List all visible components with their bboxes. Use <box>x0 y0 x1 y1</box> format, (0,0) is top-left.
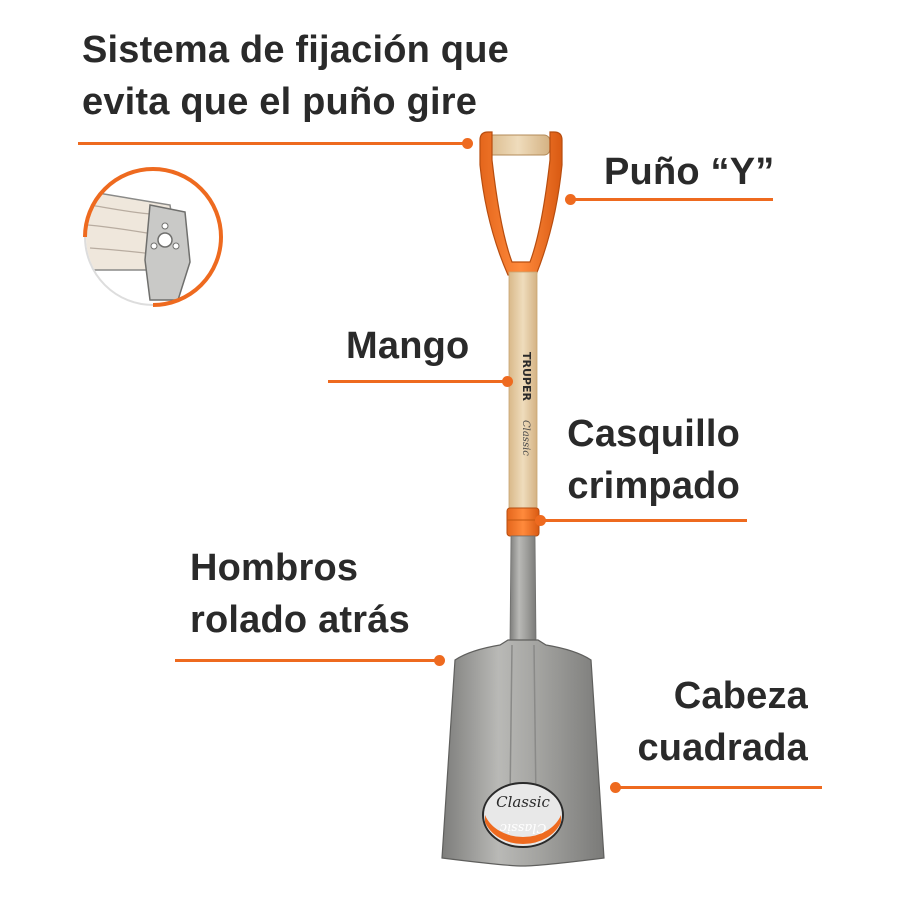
callout-fixing-system-label: Sistema de fijación que evita que el puñ… <box>82 24 509 128</box>
callout-shoulders-dot <box>434 655 445 666</box>
callout-ferrule-line1: Casquillo <box>567 413 740 455</box>
callout-handle-dot <box>502 376 513 387</box>
callout-ferrule-dot <box>535 515 546 526</box>
handle-series-text: Classic <box>520 420 531 456</box>
callout-y-grip-dot <box>565 194 576 205</box>
callout-y-grip-line1: Puño “Y” <box>604 151 775 193</box>
callout-head-line1: Cabeza <box>673 675 808 717</box>
callout-ferrule-label: Casquillo crimpado <box>560 408 740 512</box>
sticker-series-text: Classic <box>496 793 550 811</box>
blade-sticker: Classic Classic <box>482 782 564 848</box>
callout-ferrule-leader <box>540 519 747 522</box>
callout-head-dot <box>610 782 621 793</box>
callout-fixing-system-dot <box>462 138 473 149</box>
callout-shoulders-label: Hombros rolado atrás <box>190 542 410 646</box>
callout-shoulders-line1: Hombros <box>190 547 359 589</box>
callout-head-leader <box>615 786 822 789</box>
callout-y-grip-label: Puño “Y” <box>604 146 775 198</box>
callout-shoulders-leader <box>175 659 440 662</box>
callout-handle-line1: Mango <box>346 325 470 367</box>
fixing-system-detail-inset <box>83 167 223 307</box>
sticker-inverted-text: Classic <box>499 820 546 835</box>
callout-handle-label: Mango <box>346 320 469 372</box>
callout-shoulders-line2: rolado atrás <box>190 599 410 641</box>
callout-handle-leader <box>328 380 508 383</box>
callout-head-label: Cabeza cuadrada <box>600 670 808 774</box>
callout-fixing-system-leader <box>78 142 468 145</box>
handle-brand-text: TRUPER <box>520 352 533 401</box>
callout-fixing-system-line1: Sistema de fijación que <box>82 29 509 71</box>
callout-head-line2: cuadrada <box>637 727 808 769</box>
callout-fixing-system-line2: evita que el puño gire <box>82 81 478 123</box>
callout-y-grip-leader <box>570 198 773 201</box>
callout-ferrule-line2: crimpado <box>567 465 740 507</box>
